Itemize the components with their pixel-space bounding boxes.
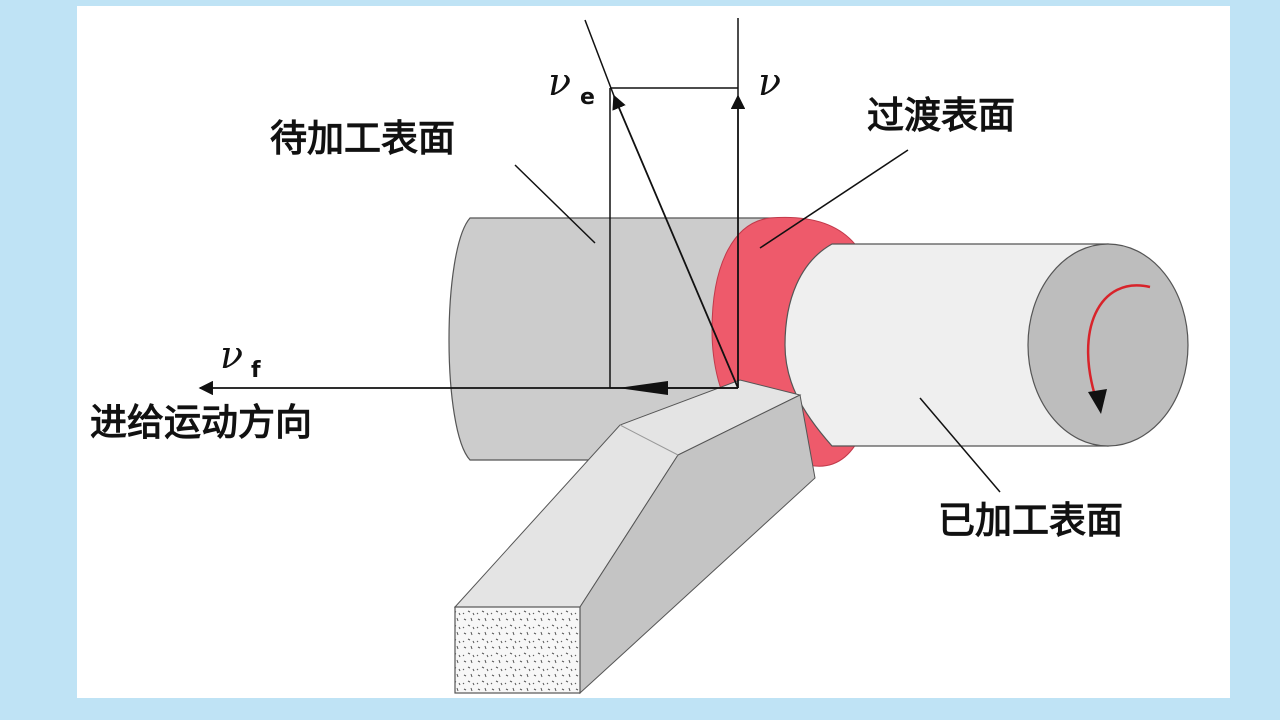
leader-transition: [759, 149, 909, 249]
resultant-velocity-ve-extension: [584, 19, 615, 97]
label-transition-surface: 过渡表面: [867, 94, 1015, 137]
symbol-vf-subscript: f: [251, 358, 261, 383]
symbol-v: ν: [758, 60, 781, 104]
machined-cylinder-end-face: [1027, 243, 1189, 447]
rotation-direction-arrow: [1086, 284, 1151, 406]
diagram-frame: 待加工表面 过渡表面 已加工表面 进给运动方向 ν e ν ν f: [77, 6, 1230, 698]
symbol-ve-base: ν: [548, 60, 571, 104]
machined-cylinder-body: [784, 243, 1109, 447]
rotation-arrow-head: [1088, 389, 1107, 414]
label-unmachined-surface: 待加工表面: [270, 117, 455, 160]
symbol-vf: ν f: [220, 333, 261, 383]
leader-lines: [514, 149, 1001, 493]
velocity-vectors: [198, 18, 746, 396]
tool-cross-section: [454, 606, 581, 694]
symbol-v-base: ν: [758, 60, 781, 104]
turning-process-diagram: 待加工表面 过渡表面 已加工表面 进给运动方向 ν e ν ν f: [90, 18, 1189, 695]
label-feed-direction: 进给运动方向: [90, 401, 312, 444]
leader-machined: [919, 397, 1001, 493]
symbol-vf-base: ν: [220, 333, 243, 377]
cutting-tool: [453, 379, 816, 695]
leader-unmachined: [514, 164, 596, 244]
workpiece-machined-section: [784, 243, 1189, 447]
feed-mid-arrow-head: [618, 381, 668, 395]
label-machined-surface: 已加工表面: [938, 499, 1123, 542]
symbol-ve-subscript: e: [580, 85, 595, 110]
symbol-ve: ν e: [548, 60, 595, 110]
resultant-velocity-ve-arrow: [612, 94, 739, 389]
